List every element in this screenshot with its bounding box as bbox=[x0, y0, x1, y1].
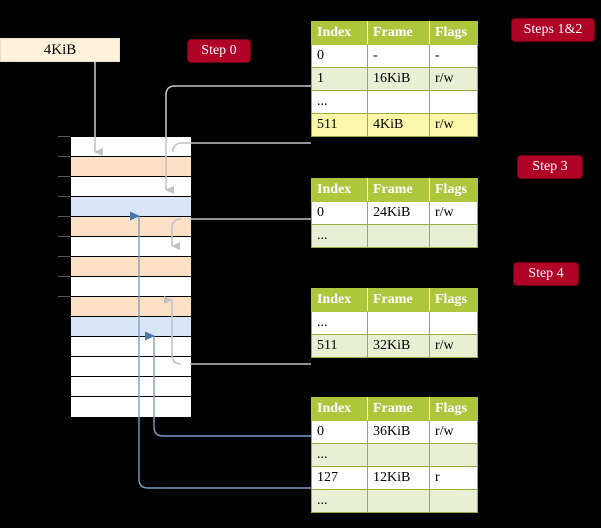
memory-frame[interactable] bbox=[71, 317, 191, 337]
memory-frame[interactable] bbox=[71, 197, 191, 217]
table-header-row: Index Frame Flags bbox=[311, 21, 478, 45]
memory-boundary-tick bbox=[58, 236, 70, 237]
column-header-frame: Frame bbox=[367, 397, 430, 421]
cell-frame bbox=[367, 311, 430, 335]
memory-frame[interactable] bbox=[71, 137, 191, 157]
cell-flags bbox=[429, 224, 478, 248]
memory-boundary-tick bbox=[58, 176, 70, 177]
physical-memory-column bbox=[70, 136, 191, 417]
cell-flags bbox=[429, 90, 478, 114]
memory-frame[interactable] bbox=[71, 297, 191, 317]
column-header-flags: Flags bbox=[429, 21, 478, 45]
cell-index: ... bbox=[311, 443, 368, 467]
memory-frame[interactable] bbox=[71, 377, 191, 397]
column-header-index: Index bbox=[311, 288, 368, 312]
memory-boundary-tick bbox=[58, 276, 70, 277]
cell-frame: 12KiB bbox=[367, 466, 430, 490]
cell-index: 1 bbox=[311, 67, 368, 91]
cell-index: 127 bbox=[311, 466, 368, 490]
cell-flags bbox=[429, 311, 478, 335]
column-header-frame: Frame bbox=[367, 178, 430, 202]
cell-frame: 24KiB bbox=[367, 201, 430, 225]
cell-flags bbox=[429, 489, 478, 513]
memory-frame[interactable] bbox=[71, 337, 191, 357]
page-table-level-3: Index Frame Flags 0 36KiB r/w ... 127 12… bbox=[311, 397, 478, 513]
table-row[interactable]: 0 24KiB r/w bbox=[311, 201, 478, 225]
table-row[interactable]: 127 12KiB r bbox=[311, 466, 478, 490]
wire-level0-idx511-to-memory bbox=[172, 142, 311, 153]
cell-frame bbox=[367, 489, 430, 513]
page-table-level-2: Index Frame Flags ... 511 32KiB r/w bbox=[311, 288, 478, 358]
table-row[interactable]: 1 16KiB r/w bbox=[311, 67, 478, 91]
memory-boundary-tick bbox=[58, 256, 70, 257]
cell-frame: 36KiB bbox=[367, 420, 430, 444]
cell-index: ... bbox=[311, 90, 368, 114]
column-header-flags: Flags bbox=[429, 288, 478, 312]
cell-index: ... bbox=[311, 489, 368, 513]
cell-frame: - bbox=[367, 44, 430, 68]
memory-frame[interactable] bbox=[71, 357, 191, 377]
cell-index: 0 bbox=[311, 44, 368, 68]
source-frame-box: 4KiB bbox=[0, 38, 120, 62]
table-row[interactable]: 0 - - bbox=[311, 44, 478, 68]
table-row-highlighted[interactable]: 511 4KiB r/w bbox=[311, 113, 478, 137]
memory-frame[interactable] bbox=[71, 157, 191, 177]
cell-flags bbox=[429, 443, 478, 467]
badge-step-0: Step 0 bbox=[188, 40, 250, 62]
cell-flags: r bbox=[429, 466, 478, 490]
page-table-level-0: Index Frame Flags 0 - - 1 16KiB r/w ... bbox=[311, 21, 478, 137]
memory-frame[interactable] bbox=[71, 397, 191, 417]
page-table-level-1: Index Frame Flags 0 24KiB r/w ... bbox=[311, 178, 478, 248]
cell-index: 0 bbox=[311, 420, 368, 444]
cell-flags: r/w bbox=[429, 201, 478, 225]
table-header-row: Index Frame Flags bbox=[311, 178, 478, 202]
memory-frame[interactable] bbox=[71, 277, 191, 297]
cell-frame: 16KiB bbox=[367, 67, 430, 91]
cell-flags: r/w bbox=[429, 334, 478, 358]
memory-boundary-tick bbox=[58, 216, 70, 217]
table-header-row: Index Frame Flags bbox=[311, 288, 478, 312]
memory-boundary-tick bbox=[58, 136, 70, 137]
table-row[interactable]: ... bbox=[311, 489, 478, 513]
memory-frame[interactable] bbox=[71, 177, 191, 197]
cell-index: ... bbox=[311, 311, 368, 335]
badge-step-4: Step 4 bbox=[514, 263, 578, 285]
cell-frame: 4KiB bbox=[367, 113, 430, 137]
column-header-frame: Frame bbox=[367, 288, 430, 312]
badge-steps-1-2: Steps 1&2 bbox=[512, 19, 594, 41]
table-row[interactable]: 511 32KiB r/w bbox=[311, 334, 478, 358]
cell-flags: r/w bbox=[429, 113, 478, 137]
badge-step-3: Step 3 bbox=[518, 156, 582, 178]
memory-boundary-tick bbox=[58, 196, 70, 197]
memory-frame[interactable] bbox=[71, 237, 191, 257]
memory-frame[interactable] bbox=[71, 257, 191, 277]
table-row[interactable]: ... bbox=[311, 224, 478, 248]
memory-boundary-tick bbox=[58, 156, 70, 157]
table-header-row: Index Frame Flags bbox=[311, 397, 478, 421]
cell-flags: r/w bbox=[429, 420, 478, 444]
table-row[interactable]: 0 36KiB r/w bbox=[311, 420, 478, 444]
table-row[interactable]: ... bbox=[311, 443, 478, 467]
table-row[interactable]: ... bbox=[311, 311, 478, 335]
memory-boundary-tick bbox=[58, 296, 70, 297]
table-row[interactable]: ... bbox=[311, 90, 478, 114]
cell-index: 511 bbox=[311, 334, 368, 358]
cell-frame bbox=[367, 90, 430, 114]
memory-frame[interactable] bbox=[71, 217, 191, 237]
cell-flags: - bbox=[429, 44, 478, 68]
cell-index: ... bbox=[311, 224, 368, 248]
cell-flags: r/w bbox=[429, 67, 478, 91]
cell-frame bbox=[367, 443, 430, 467]
cell-frame bbox=[367, 224, 430, 248]
column-header-flags: Flags bbox=[429, 397, 478, 421]
cell-index: 511 bbox=[311, 113, 368, 137]
column-header-flags: Flags bbox=[429, 178, 478, 202]
column-header-index: Index bbox=[311, 397, 368, 421]
cell-frame: 32KiB bbox=[367, 334, 430, 358]
column-header-frame: Frame bbox=[367, 21, 430, 45]
column-header-index: Index bbox=[311, 21, 368, 45]
column-header-index: Index bbox=[311, 178, 368, 202]
cell-index: 0 bbox=[311, 201, 368, 225]
